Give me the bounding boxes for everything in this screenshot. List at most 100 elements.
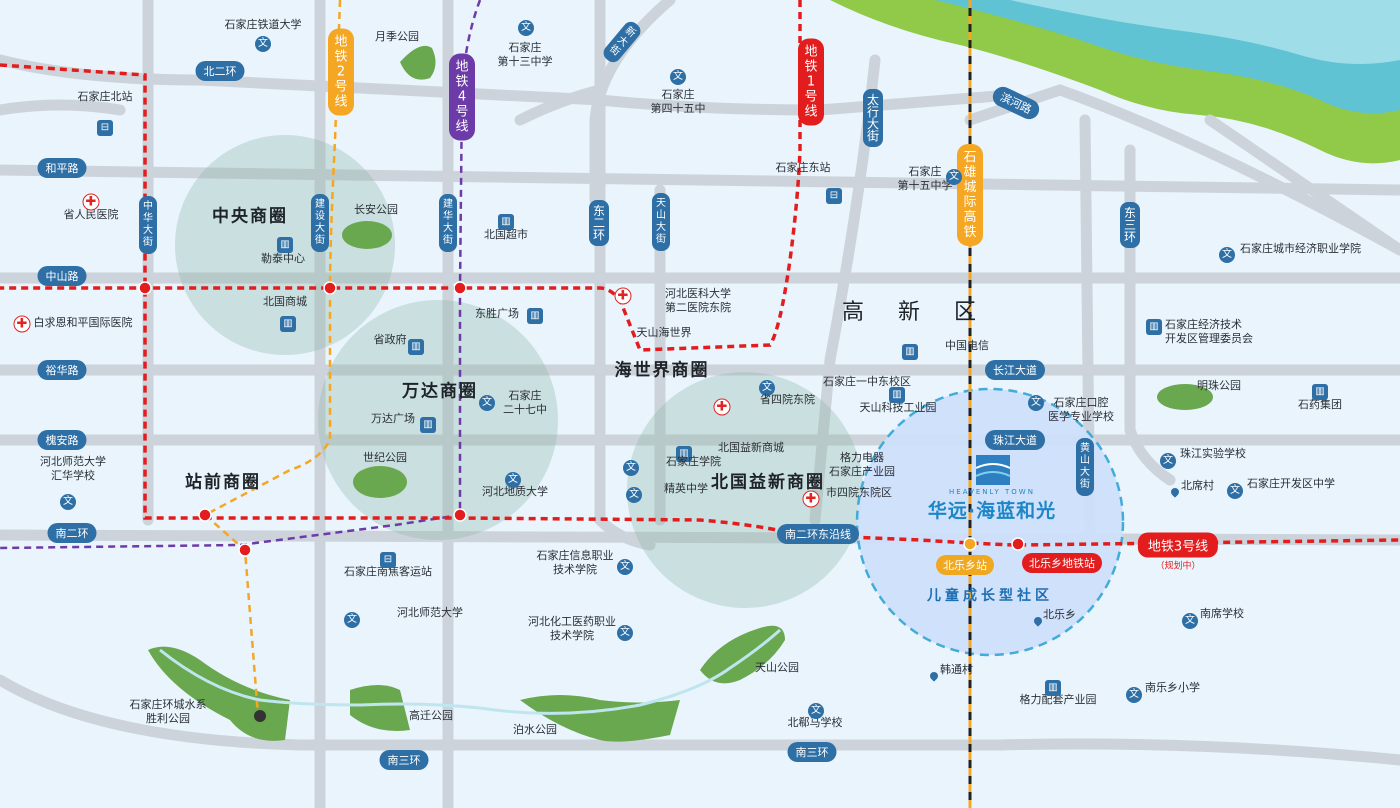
school-icon: 文 [617, 559, 633, 575]
building-icon: ▥ [527, 308, 543, 324]
poi-label-yueji-park[interactable]: 月季公园 [375, 30, 419, 43]
poi-label-chem-college[interactable]: 河北化工医药职业技术学院 [528, 615, 616, 642]
road-zhongshan: 中山路 [37, 266, 87, 286]
poi-label-beixi[interactable]: 北席村 [1181, 479, 1214, 492]
project-slogan: 儿童成长型社区 [927, 588, 1053, 604]
poi-label-hospital4-city[interactable]: 市四院东院区 [826, 486, 892, 499]
district-station-front: 站前商圈 [185, 472, 261, 493]
poi-label-school15[interactable]: 石家庄第十五中学 [897, 165, 953, 192]
poi-label-jingying[interactable]: 精英中学 [664, 482, 708, 495]
poi-label-boshui-park[interactable]: 泊水公园 [513, 723, 557, 736]
road-heping: 和平路 [37, 158, 87, 178]
poi-label-zhujiang-school[interactable]: 珠江实验学校 [1180, 447, 1246, 460]
poi-label-century-park[interactable]: 世纪公园 [363, 451, 407, 464]
poi-label-econ-college[interactable]: 石家庄城市经济职业学院 [1240, 242, 1361, 255]
poi-label-beidu-school[interactable]: 北郗马学校 [787, 716, 843, 729]
school-icon: 文 [1227, 483, 1243, 499]
poi-label-mingzhu-park[interactable]: 明珠公园 [1197, 379, 1241, 392]
hospital-icon: ✚ [802, 490, 820, 508]
poi-label-shiyao[interactable]: 石药集团 [1298, 398, 1342, 411]
poi-label-school27[interactable]: 石家庄二十七中 [503, 389, 547, 416]
poi-label-dental[interactable]: 石家庄口腔医学专业学校 [1048, 396, 1114, 423]
station-beile[interactable]: 北乐乡站 [936, 555, 994, 575]
poi-label-hospital4[interactable]: 省四院东院 [760, 393, 815, 406]
school-icon: 文 [670, 69, 686, 85]
school-icon: 文 [1160, 453, 1176, 469]
road-zhonghua: 中华大街 [139, 196, 157, 254]
train-icon: ⊟ [826, 188, 842, 204]
poi-label-gaoqian-park[interactable]: 高迁公园 [409, 709, 453, 722]
poi-label-nanle-school[interactable]: 南乐乡小学 [1145, 681, 1200, 694]
poi-label-gov[interactable]: 省政府 [373, 333, 407, 346]
poi-label-victory-park[interactable]: 石家庄环城水系胜利公园 [129, 698, 207, 725]
project-title[interactable]: HEAVENLY TOWN 华远·海蓝和光 [928, 487, 1056, 523]
district-wanda: 万达商圈 [402, 381, 478, 402]
building-icon: ▥ [676, 446, 692, 462]
school-icon: 文 [946, 169, 962, 185]
district-beiguo: 北国益新商圈 [711, 472, 825, 493]
poi-label-med-hospital[interactable]: 河北医科大学第二医院东院 [665, 287, 731, 314]
poi-label-beile-xiang[interactable]: 北乐乡 [1043, 608, 1076, 621]
hospital-icon: ✚ [13, 315, 31, 333]
poi-label-prov-hospital[interactable]: 省人民医院 [63, 208, 119, 221]
building-icon: ▥ [902, 344, 918, 360]
school-icon: 文 [1126, 687, 1142, 703]
road-changjiang: 长江大道 [985, 360, 1045, 380]
poi-label-info-college[interactable]: 石家庄信息职业技术学院 [536, 549, 614, 576]
poi-label-telecom[interactable]: 中国电信 [945, 339, 989, 352]
poi-label-sjz-college[interactable]: 石家庄学院 [666, 455, 721, 468]
school-icon: 文 [808, 703, 824, 719]
building-icon: ▥ [1146, 319, 1162, 335]
poi-label-beiguo-super[interactable]: 北国超市 [484, 228, 528, 241]
poi-label-wanda-plaza[interactable]: 万达广场 [371, 412, 415, 425]
poi-label-dongsheng[interactable]: 东胜广场 [475, 307, 519, 320]
project-name: 华远·海蓝和光 [927, 500, 1057, 522]
building-icon: ▥ [498, 214, 514, 230]
poi-label-changan-park[interactable]: 长安公园 [354, 203, 398, 216]
poi-label-hebei-normal-hs[interactable]: 河北师范大学汇华学校 [40, 455, 106, 482]
road-huaian: 槐安路 [37, 430, 87, 450]
road-tianshan: 天山大街 [652, 193, 670, 251]
road-jianshe: 建设大街 [311, 194, 329, 252]
poi-label-hebei-normal[interactable]: 河北师范大学 [397, 606, 463, 619]
poi-label-east-station[interactable]: 石家庄东站 [775, 161, 831, 174]
hospital-icon: ✚ [713, 398, 731, 416]
poi-label-tianshan-tech[interactable]: 天山科技工业园 [859, 401, 937, 414]
poi-label-south-bus[interactable]: 石家庄南焦客运站 [344, 565, 432, 578]
school-icon: 文 [518, 20, 534, 36]
poi-label-school13[interactable]: 石家庄第十三中学 [497, 41, 553, 68]
poi-label-gree-parts[interactable]: 格力配套产业园 [1019, 693, 1097, 706]
metro-line2-label: 地铁2号线 [328, 28, 354, 116]
school-icon: 文 [479, 395, 495, 411]
poi-label-hantong[interactable]: 韩通村 [940, 663, 973, 676]
poi-label-gree[interactable]: 格力电器石家庄产业园 [829, 451, 895, 478]
poi-label-no1-east[interactable]: 石家庄一中东校区 [823, 375, 911, 388]
poi-label-tianshan-world[interactable]: 天山海世界 [636, 326, 692, 339]
road-south2-east: 南二环东沿线 [777, 524, 859, 544]
school-icon: 文 [505, 472, 521, 488]
bus-icon: ⊟ [380, 552, 396, 568]
poi-label-nanxi-school[interactable]: 南席学校 [1200, 607, 1244, 620]
building-icon: ▥ [277, 237, 293, 253]
poi-label-north-station[interactable]: 石家庄北站 [77, 90, 133, 103]
poi-label-dev-committee[interactable]: 石家庄经济技术开发区管理委员会 [1165, 318, 1253, 345]
poi-label-geo-univ[interactable]: 河北地质大学 [482, 485, 548, 498]
intercity-label: 石雄城际高铁 [957, 144, 983, 246]
school-icon: 文 [623, 460, 639, 476]
poi-label-railway-univ[interactable]: 石家庄铁道大学 [224, 18, 302, 31]
poi-label-school45[interactable]: 石家庄第四十五中 [650, 88, 706, 115]
building-icon: ▥ [1045, 680, 1061, 696]
poi-label-beiguo-yixin[interactable]: 北国益新商城 [718, 441, 784, 454]
poi-label-dev-school[interactable]: 石家庄开发区中学 [1247, 477, 1335, 490]
school-icon: 文 [344, 612, 360, 628]
school-icon: 文 [1182, 613, 1198, 629]
station-beile-metro[interactable]: 北乐乡地铁站 [1022, 553, 1102, 573]
road-south3-west: 南三环 [379, 750, 429, 770]
building-icon: ▥ [408, 339, 424, 355]
poi-label-beiguo-mall[interactable]: 北国商城 [263, 295, 307, 308]
poi-label-bethune[interactable]: 白求恩和平国际医院 [33, 316, 133, 329]
poi-label-tianshan-park[interactable]: 天山公园 [755, 661, 799, 674]
poi-label-letai[interactable]: 勒泰中心 [261, 252, 305, 265]
